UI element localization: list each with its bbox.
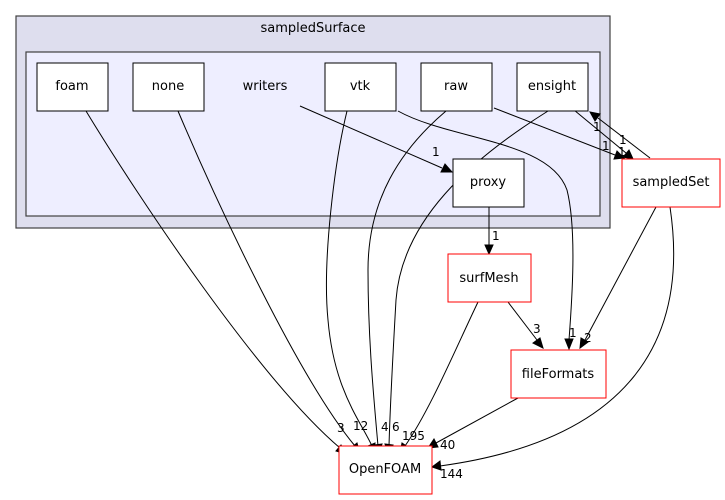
node-none[interactable]: none xyxy=(132,62,205,112)
edge-sampledSet-OpenFOAM xyxy=(439,206,675,467)
node-ensight-label: ensight xyxy=(528,79,576,94)
edge-label-ensight-sampledSet: 1 xyxy=(618,145,626,159)
node-sampledSet[interactable]: sampledSet xyxy=(621,158,721,208)
node-OpenFOAM[interactable]: OpenFOAM xyxy=(338,445,433,495)
edge-label-vtk-OpenFOAM: 4 xyxy=(381,420,389,434)
edge-vtk-OpenFOAM xyxy=(326,110,373,447)
edge-label-none-OpenFOAM: 12 xyxy=(353,419,368,433)
edge-label-raw-OpenFOAM: 6 xyxy=(392,420,400,434)
node-fileFormats-label: fileFormats xyxy=(522,367,595,382)
edge-ensight-OpenFOAM xyxy=(388,110,549,447)
edge-surfMesh-fileFormats xyxy=(507,301,538,341)
edge-vtk-fileFormats xyxy=(397,110,574,341)
node-surfMesh[interactable]: surfMesh xyxy=(447,253,532,303)
cluster-writers-label: writers xyxy=(243,79,288,94)
node-surfMesh-label: surfMesh xyxy=(459,271,518,286)
node-raw-label: raw xyxy=(444,79,468,94)
node-vtk[interactable]: vtk xyxy=(324,62,397,112)
edge-label-vtk-fileFormats: 1 xyxy=(569,326,577,340)
node-proxy[interactable]: proxy xyxy=(452,158,525,208)
edge-label-sampledSet-ensight-a: 1 xyxy=(593,120,601,134)
edge-label-surfMesh-OpenFOAM: 195 xyxy=(402,429,425,443)
node-OpenFOAM-label: OpenFOAM xyxy=(349,462,421,477)
edge-raw-OpenFOAM xyxy=(367,110,447,447)
node-raw[interactable]: raw xyxy=(420,62,493,112)
edge-label-sampledSet-ensight-b: 1 xyxy=(619,133,627,147)
edge-sampledSet-fileFormats xyxy=(584,206,657,341)
node-foam-label: foam xyxy=(55,79,88,94)
edge-label-raw-sampledSet: 1 xyxy=(602,139,610,153)
node-fileFormats[interactable]: fileFormats xyxy=(510,349,607,399)
edge-sampledSet-ensight xyxy=(597,117,651,159)
node-proxy-label: proxy xyxy=(470,175,507,190)
edge-label-fileFormats-OpenFOAM: 40 xyxy=(440,438,455,452)
cluster-sampledSurface-label: sampledSurface xyxy=(260,21,365,36)
node-ensight[interactable]: ensight xyxy=(516,62,589,112)
edge-label-writers-proxy: 1 xyxy=(432,145,440,159)
edge-surfMesh-OpenFOAM xyxy=(404,301,479,447)
edge-label-sampledSet-OpenFOAM: 144 xyxy=(440,467,463,481)
node-none-label: none xyxy=(152,79,184,94)
edge-label-surfMesh-fileFormats: 3 xyxy=(533,322,541,336)
edge-label-proxy-surfMesh: 1 xyxy=(492,229,500,243)
node-foam[interactable]: foam xyxy=(36,62,109,112)
edge-fileFormats-OpenFOAM xyxy=(435,397,519,444)
edge-none-OpenFOAM xyxy=(177,110,356,447)
node-vtk-label: vtk xyxy=(350,79,371,94)
edge-foam-OpenFOAM xyxy=(85,110,341,449)
edge-writers-proxy xyxy=(299,105,443,169)
node-sampledSet-label: sampledSet xyxy=(633,175,710,190)
edge-label-sampledSet-fileFormats: 2 xyxy=(584,331,592,345)
edge-ensight-sampledSet xyxy=(573,109,627,154)
edge-raw-sampledSet xyxy=(493,107,616,156)
